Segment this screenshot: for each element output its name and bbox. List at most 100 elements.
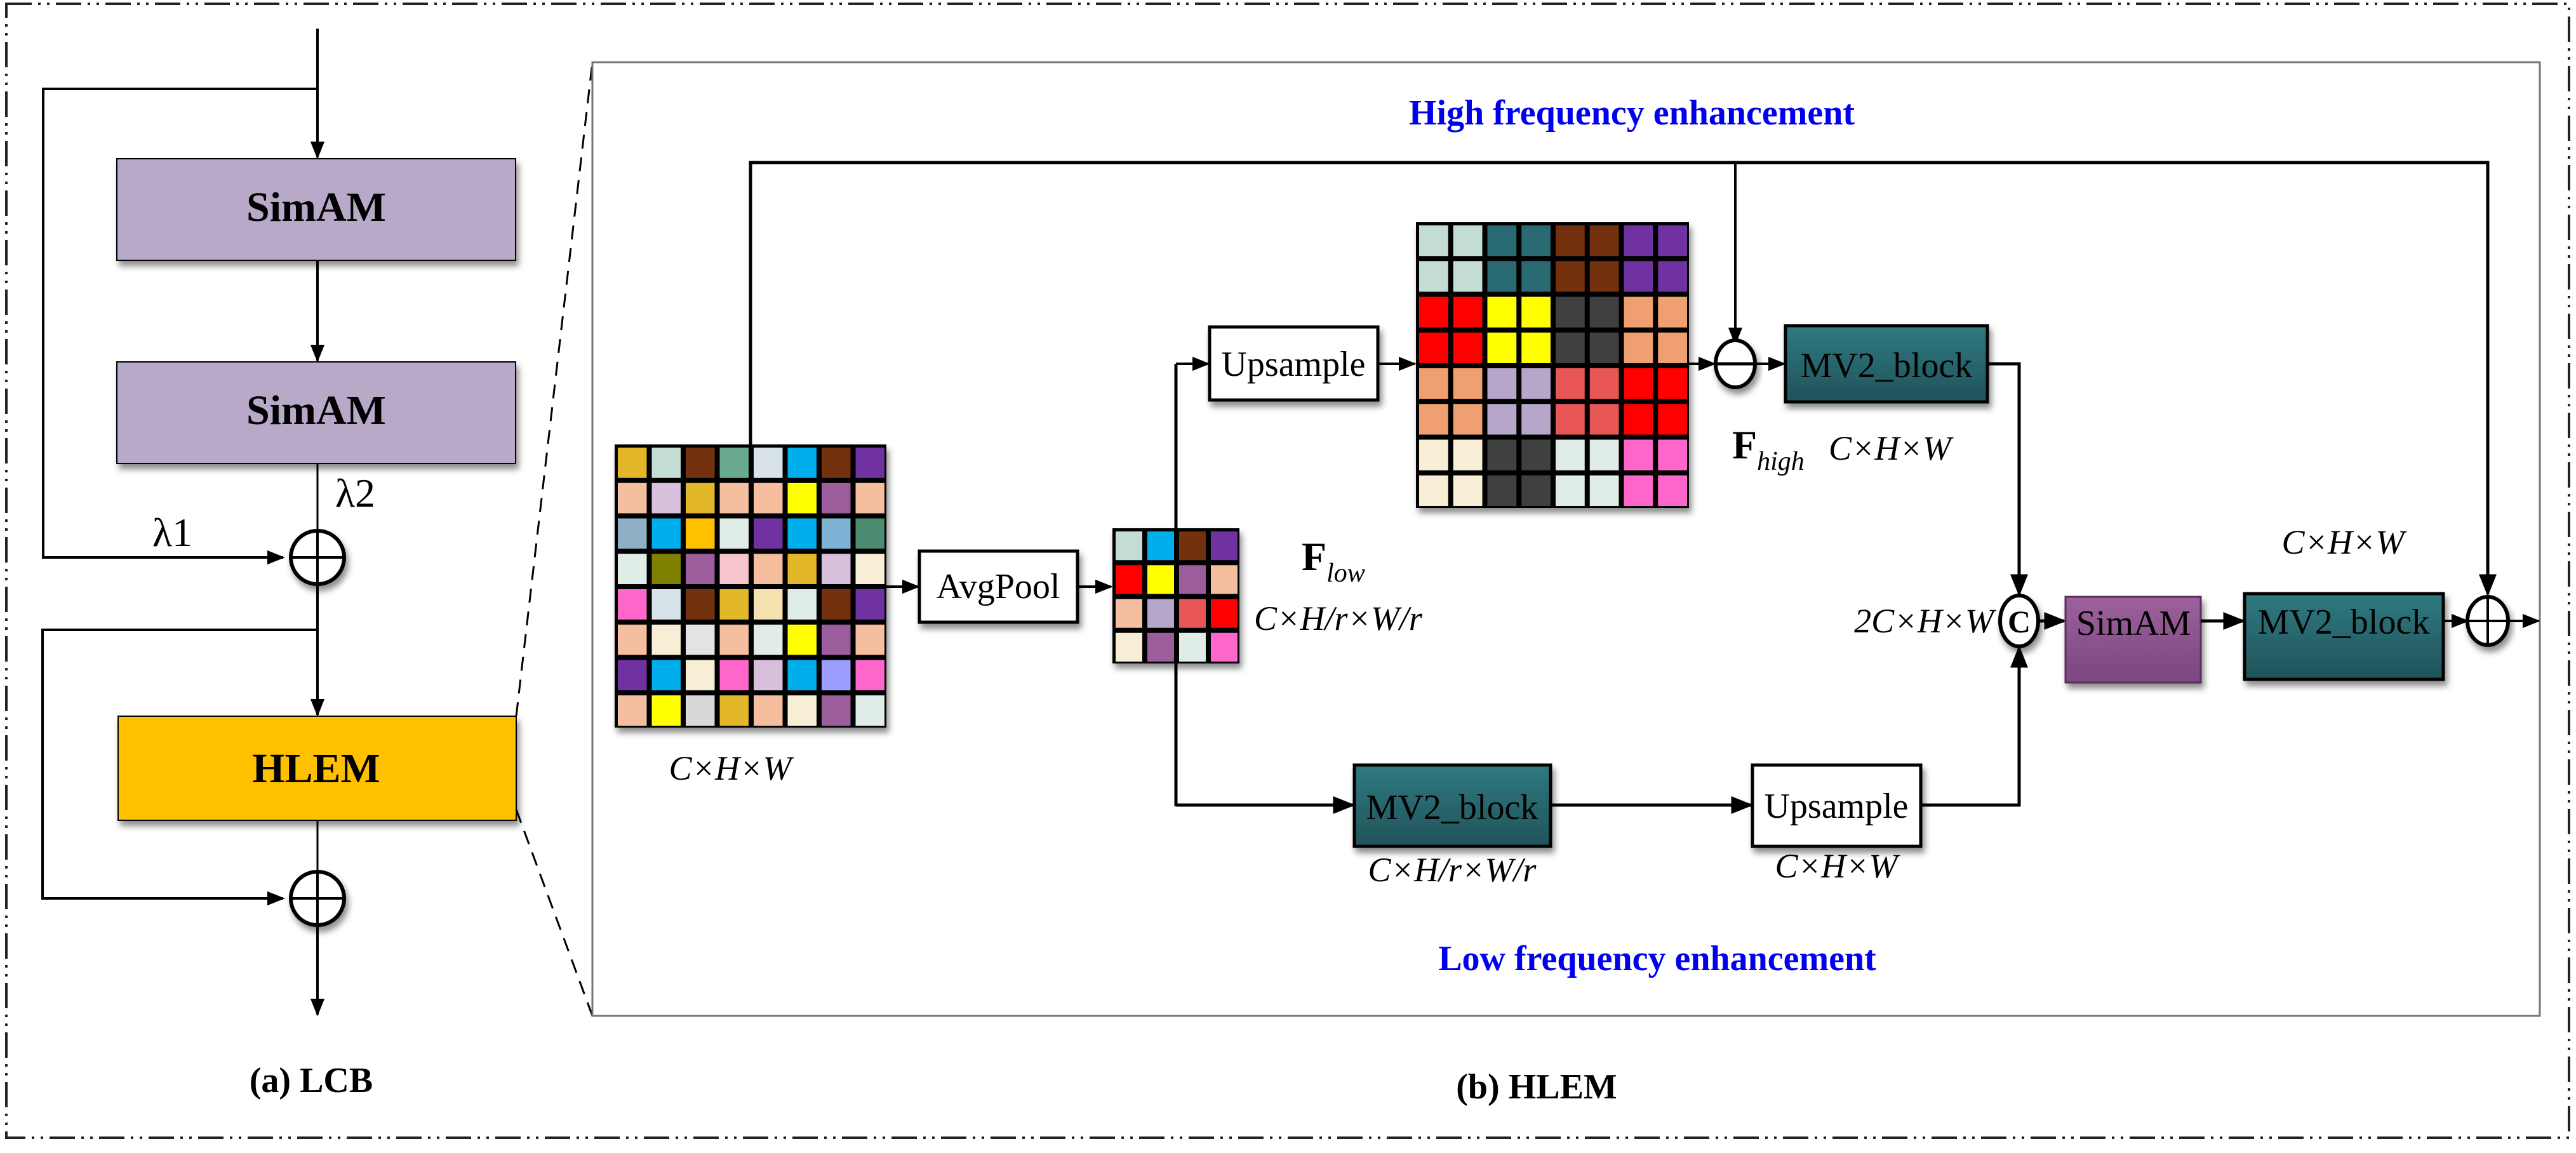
up-grid-cell [1487, 439, 1517, 470]
hlem-top-skip [749, 161, 2497, 597]
up-grid-cell [1487, 225, 1517, 257]
input-grid-cell [787, 518, 817, 549]
lcb-add-1-icon [289, 529, 346, 586]
up-grid-cell [1487, 261, 1517, 292]
up-grid-cell [1658, 475, 1687, 506]
up-grid-cell [1658, 297, 1687, 328]
up-grid-cell [1521, 225, 1551, 257]
input-grid-cell [855, 554, 884, 584]
avgpool-label: AvgPool [937, 567, 1060, 606]
up-grid-cell [1521, 475, 1551, 506]
up-grid-cell [1453, 332, 1483, 363]
zoom-line-bottom [515, 809, 594, 1016]
input-grid-cell [855, 695, 884, 726]
f-low-label: Flow [1302, 534, 1365, 588]
up-grid-cell [1419, 475, 1448, 506]
up-grid-cell [1453, 297, 1483, 328]
input-grid-cell [651, 589, 681, 620]
input-grid-cell [822, 483, 851, 514]
input-grid-cell [822, 554, 851, 584]
lcb-hlem-box [117, 716, 517, 821]
mv2-top-box [1784, 324, 1989, 404]
input-grid-cell [754, 448, 783, 478]
input-grid-cell [618, 554, 647, 584]
input-grid-cell [855, 589, 884, 620]
input-grid-cell [822, 448, 851, 478]
low-grid-cell [1116, 632, 1142, 662]
input-grid-cell [719, 589, 749, 620]
input-feature-grid [615, 444, 886, 728]
f-low-grid [1112, 528, 1239, 663]
low-grid-cell [1147, 599, 1174, 628]
low-grid-cell [1147, 531, 1174, 561]
upsampled-grid [1416, 222, 1689, 508]
up-grid-cell [1453, 225, 1483, 257]
up-grid-cell [1487, 332, 1517, 363]
input-grid-cell [618, 518, 647, 549]
lcb-simam-1-box [116, 158, 516, 261]
input-grid-cell [651, 518, 681, 549]
up-grid-cell [1658, 261, 1687, 292]
up-grid-cell [1658, 404, 1687, 435]
low-grid-cell [1147, 632, 1174, 662]
input-grid-cell [754, 624, 783, 655]
input-grid-cell [822, 695, 851, 726]
up-grid-cell [1556, 225, 1585, 257]
up-grid-cell [1624, 368, 1653, 399]
input-grid-cell [719, 448, 749, 478]
up-grid-cell [1487, 368, 1517, 399]
input-grid-cell [686, 554, 715, 584]
low-grid-cell [1116, 531, 1142, 561]
input-grid-cell [686, 695, 715, 726]
simam-label: SimAM [2076, 604, 2191, 643]
input-grid-cell [822, 624, 851, 655]
lcb-caption: (a) LCB [250, 1061, 373, 1100]
input-grid-cell [855, 518, 884, 549]
avgpool-box [918, 549, 1079, 624]
input-grid-cell [618, 660, 647, 691]
up-grid-cell [1419, 439, 1448, 470]
lcb-panel: SimAM SimAM λ2 λ1 HLEM (a) LCB [41, 29, 517, 1100]
low-grid-cell [1211, 599, 1238, 628]
low-grid-cell [1179, 632, 1206, 662]
input-grid-cell [719, 554, 749, 584]
upsample-bottom-dim-label: C×H×W [1775, 847, 1901, 885]
input-grid-cell [651, 483, 681, 514]
f-high-subscript: high [1757, 447, 1805, 476]
lcb-simam-2-box [116, 361, 516, 464]
up-grid-cell [1589, 332, 1619, 363]
input-grid-cell [719, 660, 749, 691]
up-grid-cell [1419, 332, 1448, 363]
up-grid-cell [1453, 368, 1483, 399]
up-grid-cell [1624, 297, 1653, 328]
high-frequency-title: High frequency enhancement [1409, 93, 1855, 133]
low-grid-cell [1116, 599, 1142, 628]
up-grid-cell [1521, 297, 1551, 328]
lcb-skip-2 [41, 629, 317, 906]
input-grid-cell [719, 518, 749, 549]
up-grid-cell [1556, 439, 1585, 470]
up-grid-cell [1453, 475, 1483, 506]
up-grid-cell [1624, 225, 1653, 257]
up-grid-cell [1556, 332, 1585, 363]
input-grid-cell [686, 448, 715, 478]
input-grid-cell [754, 660, 783, 691]
lcb-simam-1-label: SimAM [246, 184, 386, 230]
input-grid-cell [618, 448, 647, 478]
input-grid-cell [754, 518, 783, 549]
input-grid-cell [787, 554, 817, 584]
subtract-icon [1714, 338, 1757, 389]
up-grid-cell [1589, 475, 1619, 506]
input-grid-cell [855, 624, 884, 655]
mv2-final-box [2243, 592, 2445, 681]
up-grid-cell [1521, 261, 1551, 292]
upsample-top-label: Upsample [1221, 345, 1365, 384]
up-grid-cell [1419, 368, 1448, 399]
input-grid-cell [686, 624, 715, 655]
up-grid-cell [1419, 225, 1448, 257]
up-grid-cell [1624, 475, 1653, 506]
mv2-final-dim-label: C×H×W [2282, 523, 2408, 561]
mv2-bottom-box [1352, 763, 1552, 848]
zoom-line-top [515, 62, 594, 717]
up-grid-cell [1624, 439, 1653, 470]
